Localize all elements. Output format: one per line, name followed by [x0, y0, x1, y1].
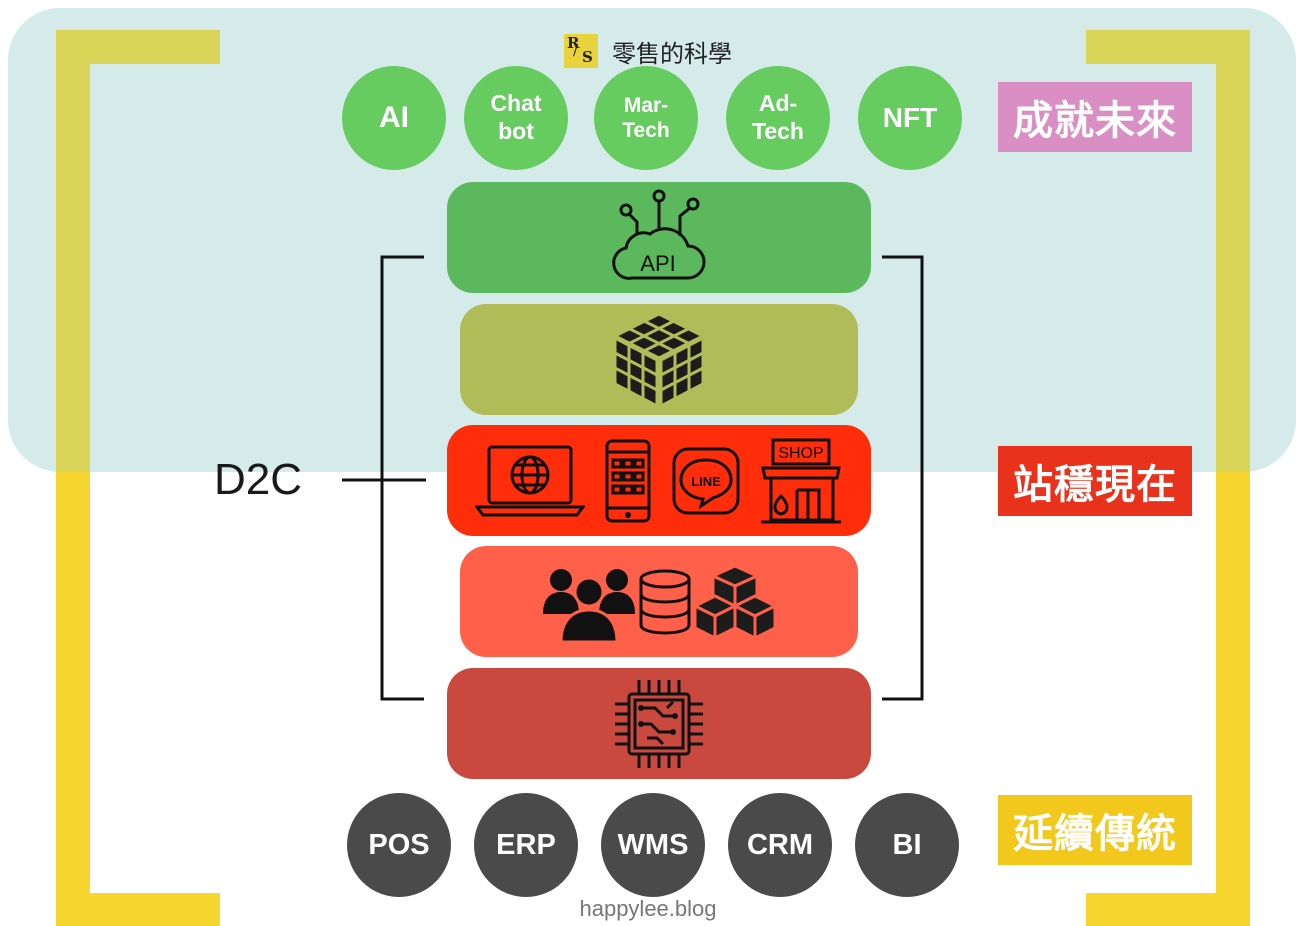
layer-infrastructure — [447, 668, 871, 779]
api-cloud-label: API — [640, 251, 675, 276]
brand-logo-r: R — [567, 34, 580, 52]
brand-name: 零售的科學 — [612, 39, 732, 68]
legacy-item-pos: POS — [347, 793, 451, 897]
smartphone-icon — [605, 439, 651, 522]
legacy-item-erp: ERP — [474, 793, 578, 897]
future-item-chatbot: Chat bot — [464, 66, 568, 170]
brand-logo-s: S — [582, 48, 593, 66]
people-group-icon — [543, 568, 635, 643]
line-app-label: LINE — [691, 474, 721, 489]
layer-customers-data-inventory — [460, 546, 858, 657]
line-app-icon: LINE — [672, 447, 740, 514]
layer-data-cube — [460, 304, 858, 415]
legacy-item-crm: CRM — [728, 793, 832, 897]
future-item-martech: Mar- Tech — [594, 66, 698, 170]
legacy-tag: 延續傳統 — [998, 795, 1192, 865]
cpu-chip-icon — [615, 679, 703, 768]
footer-site: happylee.blog — [579, 896, 717, 921]
present-tag: 站穩現在 — [998, 446, 1192, 516]
api-cloud-icon: API — [612, 189, 706, 280]
shop-icon: SHOP — [761, 438, 841, 523]
brand: R / S 零售的科學 — [564, 33, 732, 69]
right-bracket-bottom-arm — [1086, 893, 1250, 926]
shop-label: SHOP — [778, 445, 823, 462]
d2c-label: D2C — [214, 455, 303, 504]
left-bracket-bottom-arm — [56, 893, 220, 926]
future-tag: 成就未來 — [998, 82, 1192, 152]
brand-logo: R / S — [564, 34, 598, 68]
boxes-icon — [693, 564, 777, 639]
database-icon — [639, 569, 691, 635]
legacy-item-wms: WMS — [601, 793, 705, 897]
rubiks-cube-icon — [613, 312, 705, 407]
legacy-item-bi: BI — [855, 793, 959, 897]
future-item-adtech: Ad- Tech — [726, 66, 830, 170]
future-item-ai: AI — [342, 66, 446, 170]
right-bracket-vertical-overlay — [1216, 30, 1250, 472]
left-bracket-vertical-overlay — [56, 30, 90, 472]
laptop-globe-icon — [475, 445, 585, 516]
layer-api: API — [447, 182, 871, 293]
right-bracket-top-arm-overlay — [1086, 30, 1250, 64]
left-bracket-top-arm-overlay — [56, 30, 220, 64]
future-item-nft: NFT — [858, 66, 962, 170]
layer-channels: LINE SHOP — [447, 425, 871, 536]
